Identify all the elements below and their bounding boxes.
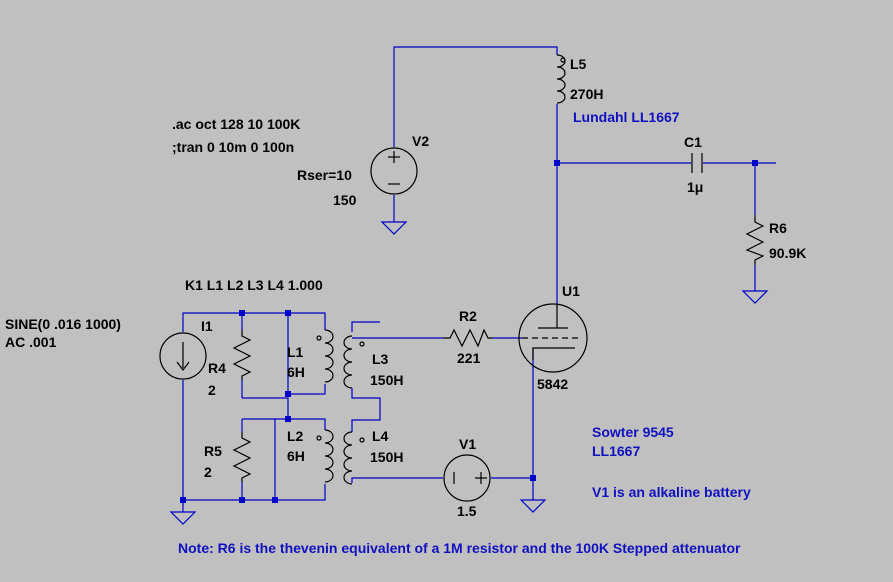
inductor-l3[interactable] bbox=[343, 335, 365, 389]
junction-r4-top bbox=[239, 310, 245, 316]
junctions bbox=[180, 160, 758, 503]
c1-ref: C1 bbox=[684, 134, 702, 150]
triode-u1[interactable] bbox=[518, 303, 588, 373]
resistor-r6[interactable] bbox=[745, 215, 765, 265]
r4-value: 2 bbox=[208, 382, 216, 398]
ground-i1 bbox=[169, 511, 197, 525]
r4-ref: R4 bbox=[208, 360, 226, 376]
ground-cathode bbox=[519, 499, 547, 513]
v2-ref: V2 bbox=[412, 133, 429, 149]
voltage-source-v2[interactable] bbox=[370, 147, 418, 195]
r2-value: 221 bbox=[457, 350, 481, 366]
i1-ref: I1 bbox=[201, 318, 213, 334]
r4-zigzag bbox=[232, 330, 252, 380]
l5-coil bbox=[556, 54, 566, 104]
inductor-l4[interactable] bbox=[343, 431, 365, 485]
i1-sine: SINE(0 .016 1000) bbox=[5, 316, 121, 332]
l2-coil bbox=[324, 429, 334, 483]
r6-ref: R6 bbox=[769, 220, 787, 236]
junction-output bbox=[752, 160, 758, 166]
r6-value: 90.9K bbox=[769, 245, 806, 261]
voltage-source-v1[interactable] bbox=[443, 454, 491, 502]
junction-l1-bottom bbox=[285, 391, 291, 397]
junction-i1-bottom bbox=[180, 497, 186, 503]
l2-ref: L2 bbox=[287, 428, 304, 444]
l4-dot bbox=[359, 437, 365, 443]
r5-value: 2 bbox=[204, 464, 212, 480]
r5-zigzag bbox=[232, 432, 252, 482]
l3-ref: L3 bbox=[372, 351, 389, 367]
note-lundahl[interactable]: Lundahl LL1667 bbox=[573, 109, 680, 125]
capacitor-c1[interactable] bbox=[691, 153, 703, 173]
wire-top-bus bbox=[182, 312, 326, 332]
u1-value: 5842 bbox=[537, 376, 568, 392]
wire-l3-l4-link bbox=[351, 388, 381, 432]
l1-ref: L1 bbox=[287, 344, 304, 360]
u1-ref: U1 bbox=[562, 283, 580, 299]
i1-circle bbox=[159, 332, 207, 380]
l5-ref: L5 bbox=[570, 56, 587, 72]
l3-value: 150H bbox=[370, 372, 403, 388]
note-ll1667[interactable]: LL1667 bbox=[592, 443, 640, 459]
l2-value: 6H bbox=[287, 448, 305, 464]
l1-dot bbox=[316, 335, 322, 341]
resistor-r5[interactable] bbox=[232, 432, 252, 482]
junction-cathode bbox=[530, 475, 536, 481]
l1-coil bbox=[324, 329, 334, 383]
wire-l1-bottom bbox=[288, 384, 326, 395]
inductor-l2[interactable] bbox=[316, 429, 334, 483]
junction-l1-top bbox=[285, 310, 291, 316]
inductor-l5[interactable] bbox=[556, 54, 566, 104]
junction-l2-top bbox=[285, 416, 291, 422]
l5-dot bbox=[560, 57, 566, 63]
wire-mid-link bbox=[242, 397, 326, 430]
v2-rser: Rser=10 bbox=[297, 167, 352, 183]
junction-plate bbox=[554, 160, 560, 166]
v1-value: 1.5 bbox=[457, 503, 477, 519]
wire-v2-l5 bbox=[393, 46, 558, 147]
junction-r5-bottom bbox=[239, 497, 245, 503]
l4-value: 150H bbox=[370, 449, 403, 465]
c1-value: 1μ bbox=[687, 179, 703, 195]
l3-dot bbox=[359, 341, 365, 347]
ground-r6 bbox=[741, 290, 769, 304]
l4-coil bbox=[343, 431, 353, 485]
note-battery[interactable]: V1 is an alkaline battery bbox=[592, 484, 751, 500]
directive-ac[interactable]: .ac oct 128 10 100K bbox=[172, 116, 300, 132]
u1-envelope bbox=[518, 303, 588, 373]
v1-circle bbox=[443, 454, 491, 502]
labels: .ac oct 128 10 100K ;tran 0 10m 0 100n K… bbox=[5, 56, 806, 556]
l2-dot bbox=[316, 435, 322, 441]
junction-l2-bottom bbox=[272, 497, 278, 503]
wire-l4-v1 bbox=[351, 477, 443, 483]
resistor-r4[interactable] bbox=[232, 330, 252, 380]
r5-ref: R5 bbox=[204, 443, 222, 459]
l4-ref: L4 bbox=[372, 428, 389, 444]
inductor-l1[interactable] bbox=[316, 329, 334, 383]
i1-arrow-head bbox=[176, 361, 190, 371]
i1-ac: AC .001 bbox=[5, 334, 57, 350]
current-source-i1[interactable] bbox=[159, 332, 207, 380]
directive-tran[interactable]: ;tran 0 10m 0 100n bbox=[172, 139, 294, 155]
r2-zigzag bbox=[443, 328, 493, 348]
u1-cathode bbox=[532, 347, 575, 360]
r2-ref: R2 bbox=[459, 308, 477, 324]
directive-coupling[interactable]: K1 L1 L2 L3 L4 1.000 bbox=[185, 277, 323, 293]
ground-v2 bbox=[380, 221, 408, 235]
note-footer[interactable]: Note: R6 is the thevenin equivalent of a… bbox=[178, 540, 741, 556]
resistor-r2[interactable] bbox=[443, 328, 493, 348]
v2-value: 150 bbox=[333, 192, 357, 208]
wire-bottom-bus bbox=[183, 484, 326, 501]
v1-ref: V1 bbox=[459, 436, 476, 452]
wire-l3-top bbox=[351, 321, 380, 332]
l1-value: 6H bbox=[287, 364, 305, 380]
l3-coil bbox=[343, 335, 353, 389]
l5-value: 270H bbox=[570, 86, 603, 102]
ground-symbols bbox=[169, 221, 769, 525]
note-sowter[interactable]: Sowter 9545 bbox=[592, 424, 674, 440]
v2-circle bbox=[370, 147, 418, 195]
r6-zigzag bbox=[745, 215, 765, 265]
